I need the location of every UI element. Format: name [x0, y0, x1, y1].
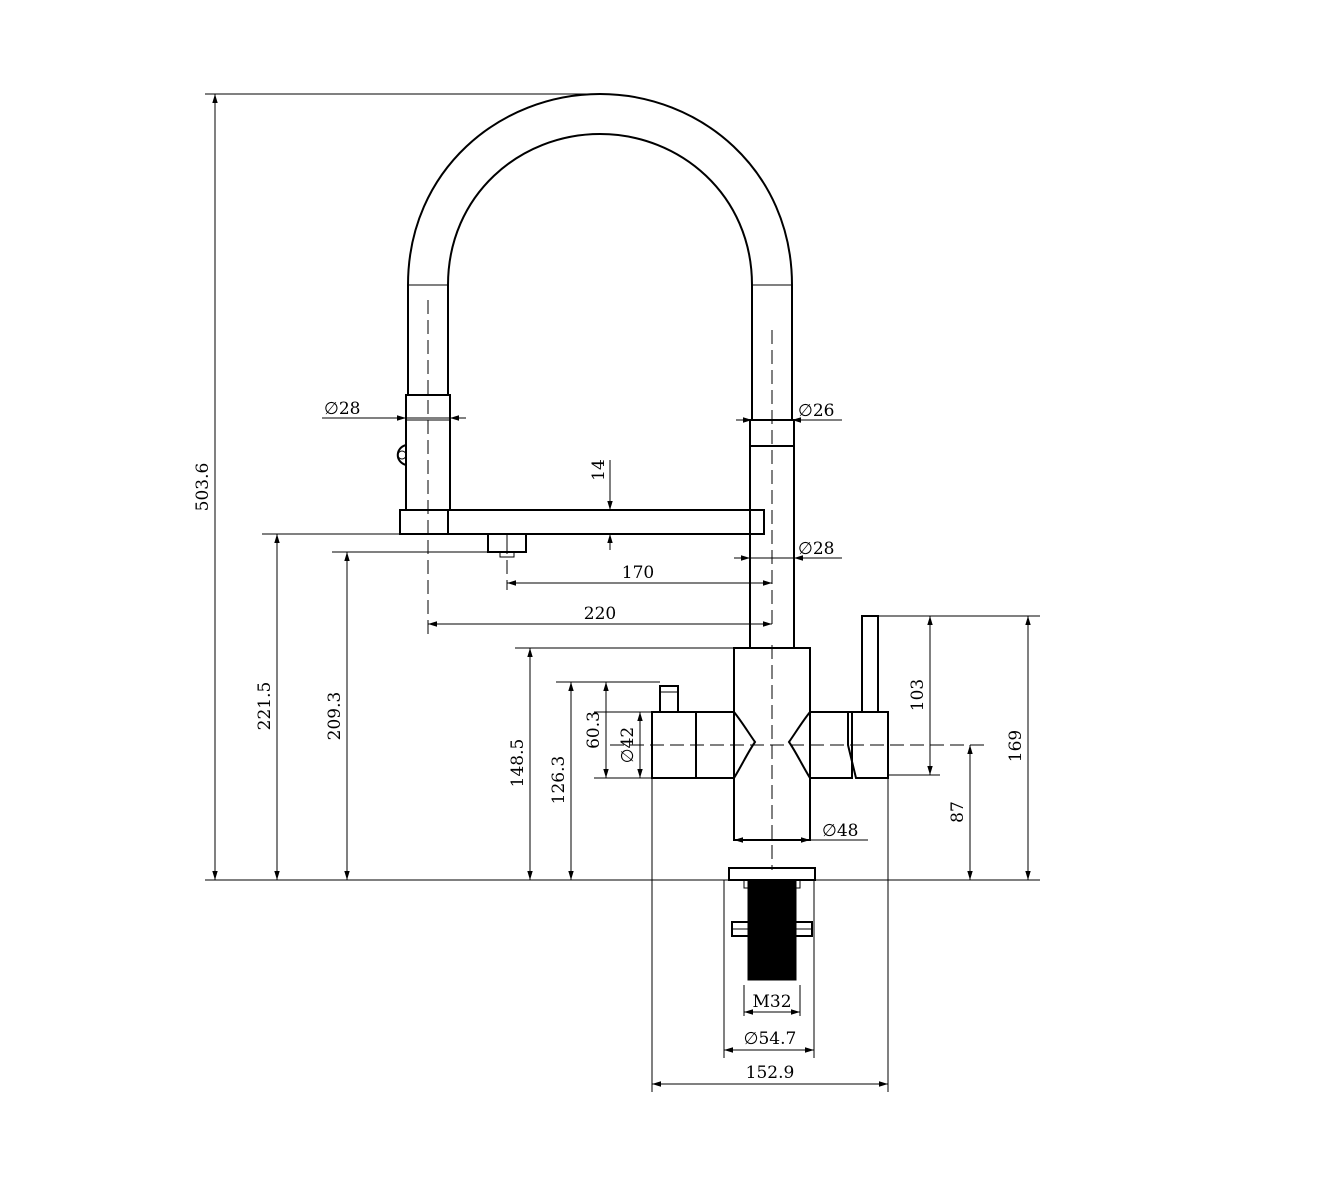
- label-170: 170: [622, 563, 654, 583]
- diameter-symbol: ∅: [324, 399, 339, 419]
- diameter-symbol: ∅: [798, 539, 813, 559]
- gooseneck-inner: [447, 132, 753, 420]
- label-103: 103: [908, 679, 928, 711]
- lever: [861, 615, 879, 713]
- label-28-right: 28: [813, 539, 835, 559]
- label-14: 14: [589, 459, 609, 481]
- label-48: 48: [837, 821, 859, 841]
- label-m32: M32: [752, 992, 791, 1012]
- svg-text:∅48: ∅48: [822, 821, 858, 841]
- label-152: 152.9: [746, 1063, 795, 1083]
- label-total-height: 503.6: [193, 463, 213, 512]
- label-26: 26: [813, 401, 835, 421]
- spout-bar: [399, 509, 765, 535]
- label-126: 126.3: [549, 756, 569, 805]
- diameter-symbol: ∅: [822, 821, 837, 841]
- label-54: 54.7: [758, 1029, 796, 1049]
- spray-button: [396, 444, 407, 466]
- label-60: 60.3: [584, 711, 604, 749]
- label-28-left: 28: [339, 399, 361, 419]
- threaded-shank: [747, 879, 797, 981]
- label-209: 209.3: [325, 692, 345, 741]
- center-lines: [427, 300, 990, 870]
- diameter-symbol: ∅: [618, 748, 638, 763]
- svg-text:∅54.7: ∅54.7: [744, 1029, 797, 1049]
- svg-text:∅26: ∅26: [798, 401, 834, 421]
- right-handle: [787, 711, 853, 779]
- diameter-symbol: ∅: [744, 1029, 759, 1049]
- left-handle: [695, 711, 757, 779]
- label-221: 221.5: [255, 682, 275, 731]
- label-42: 42: [618, 727, 638, 749]
- label-220: 220: [584, 604, 616, 624]
- faucet-outline: [396, 92, 889, 981]
- label-87: 87: [948, 801, 968, 823]
- svg-text:∅28: ∅28: [324, 399, 360, 419]
- dimension-labels: 503.6 221.5 209.3 148.5 126.3 60.3 ∅42 1…: [193, 399, 1026, 1083]
- left-handle-knob: [659, 685, 679, 713]
- svg-text:∅28: ∅28: [798, 539, 834, 559]
- svg-text:∅42: ∅42: [618, 727, 638, 763]
- dimension-lines: [212, 94, 1031, 1087]
- gooseneck-outer: [407, 92, 793, 420]
- diameter-symbol: ∅: [798, 401, 813, 421]
- label-148: 148.5: [508, 739, 528, 788]
- label-169: 169: [1006, 730, 1026, 762]
- extension-lines: [205, 93, 1040, 1092]
